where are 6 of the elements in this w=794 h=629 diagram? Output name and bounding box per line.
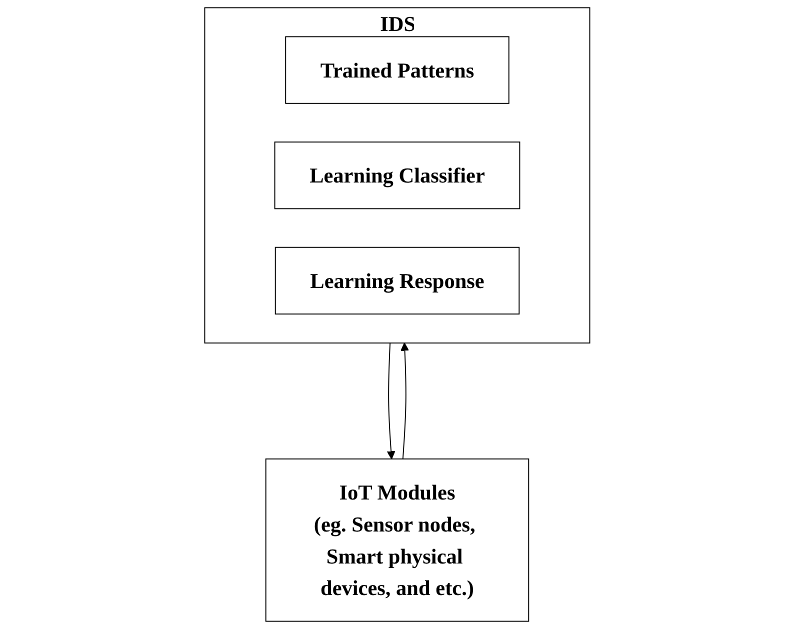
node-box: Trained Patterns <box>284 36 510 104</box>
arrow <box>386 342 396 460</box>
node-box: IoT Modules (eg. Sensor nodes, Smart physical devices, and etc.) <box>265 458 529 622</box>
arrow <box>400 342 409 460</box>
node-box: Learning Classifier <box>274 142 520 210</box>
node-box: Learning Response <box>274 246 520 314</box>
